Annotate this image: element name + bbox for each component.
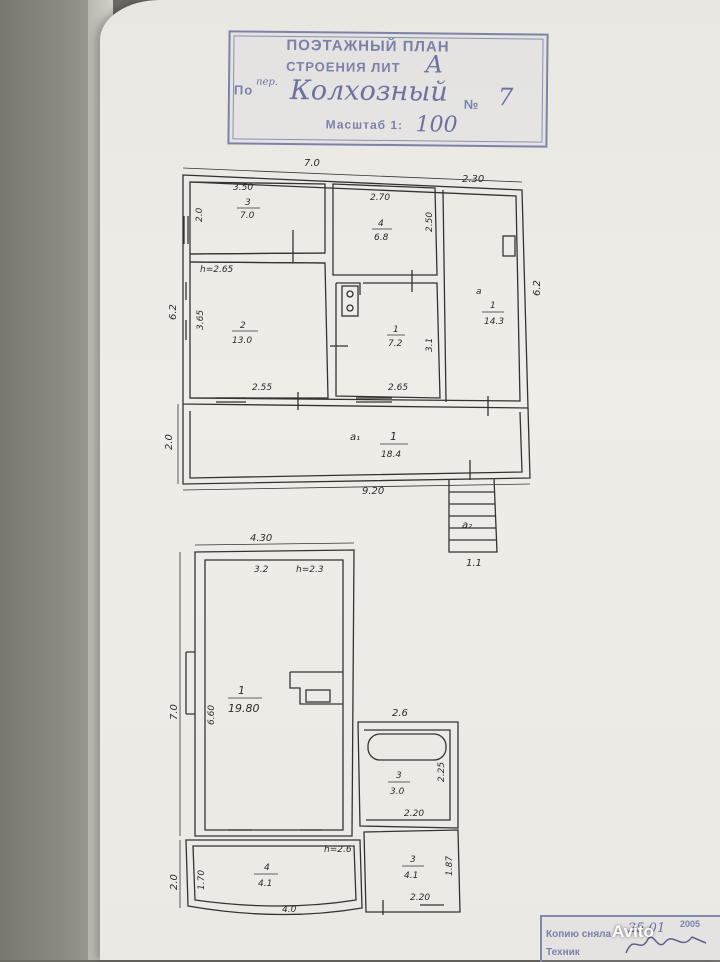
annex-room-side: 2.25 <box>437 762 447 782</box>
bathtub <box>367 733 447 761</box>
lower-left-bottom-height: 2.0 <box>169 874 180 890</box>
signature <box>625 936 707 954</box>
room-a-number: 1 <box>490 301 496 311</box>
upper-right-height: 6.2 <box>532 280 543 296</box>
room-3-side: 2.0 <box>195 207 205 222</box>
avito-watermark: Avito <box>612 922 654 941</box>
room-a-area: 14.3 <box>484 317 504 327</box>
lower-room-1-height: h=2.3 <box>296 565 324 575</box>
technician-label: Техник <box>546 947 580 958</box>
kitchen-unit <box>502 235 516 257</box>
room-4-walls <box>332 183 438 276</box>
lower-room-1-width: 3.2 <box>254 565 269 575</box>
lower-room-3b-walls <box>363 829 461 913</box>
lower-room-4-width: 4.0 <box>282 905 297 915</box>
upper-left-height: 6.2 <box>168 304 179 320</box>
lower-left-height: 7.0 <box>169 704 180 720</box>
room-a-letter: а <box>476 287 482 297</box>
room-2-area: 13.0 <box>232 336 252 346</box>
annex-room-number: 3 <box>396 771 402 781</box>
room-3-number: 3 <box>245 198 251 208</box>
room-3-walls <box>189 181 326 255</box>
lower-top-width: 4.30 <box>250 533 272 544</box>
room-2-height: h=2.65 <box>200 265 234 275</box>
room-4-width: 2.70 <box>370 193 390 203</box>
veranda-number: 1 <box>390 430 397 443</box>
lower-room-1-side: 6.60 <box>207 705 217 725</box>
stair-label: а₂ <box>462 520 472 531</box>
annex-room-area: 3.0 <box>390 787 405 797</box>
lower-room-4-side: 1.70 <box>197 870 207 890</box>
room-3-area: 7.0 <box>240 211 255 221</box>
staircase <box>448 477 498 553</box>
veranda-letter: а₁ <box>350 432 360 443</box>
upper-right-width: 2.30 <box>462 174 484 185</box>
lower-room-3b-width: 2.20 <box>410 893 430 903</box>
veranda-walls <box>182 404 531 485</box>
copy-stamp: Копию сняла 25.01 2005 Техник <box>540 915 720 962</box>
room-1-small-number: 1 <box>393 325 399 335</box>
room-4-side: 2.50 <box>425 212 435 232</box>
copy-date: 25.01 <box>628 921 666 936</box>
room-1-small-area: 7.2 <box>388 339 403 349</box>
copy-label: Копию сняла <box>546 929 612 940</box>
lower-room-3b-number: 3 <box>410 855 416 865</box>
veranda-area: 18.4 <box>381 450 401 460</box>
stair-width: 1.1 <box>466 558 482 569</box>
room-1-small-width: 2.65 <box>388 383 408 393</box>
lower-room-1-area: 19.80 <box>228 702 260 715</box>
room-2-width: 2.55 <box>252 383 272 393</box>
lower-room-4-height: h=2.6 <box>324 845 352 855</box>
upper-house-inner-outline <box>189 181 521 402</box>
lower-main-outline <box>194 549 355 837</box>
stove <box>341 285 359 317</box>
room-4-number: 4 <box>378 219 384 229</box>
lower-room-3b-side: 1.87 <box>445 856 455 876</box>
room-1-stove <box>289 671 343 705</box>
veranda-height: 2.0 <box>164 434 175 450</box>
room-4-area: 6.8 <box>374 233 389 243</box>
room-1-small-side: 3.1 <box>425 338 435 352</box>
veranda-length: 9.20 <box>362 486 384 497</box>
room-3-width: 3.50 <box>233 183 253 193</box>
lower-room-1-number: 1 <box>238 684 245 697</box>
room-2-side: 3.65 <box>196 310 206 330</box>
annex-width: 2.6 <box>392 708 408 719</box>
annex-room-width: 2.20 <box>404 809 424 819</box>
copy-year: 2005 <box>680 919 701 929</box>
lower-room-4-walls <box>185 839 363 916</box>
lower-annex-walls <box>357 721 459 829</box>
lower-room-3b-area: 4.1 <box>404 871 418 881</box>
upper-overall-width: 7.0 <box>304 158 320 169</box>
lower-room-4-number: 4 <box>264 863 270 873</box>
lower-room-1-walls <box>204 559 344 831</box>
room-2-number: 2 <box>240 321 246 331</box>
partition-wall <box>442 189 447 403</box>
room-2-walls <box>189 261 329 399</box>
lower-room-4-area: 4.1 <box>258 879 272 889</box>
